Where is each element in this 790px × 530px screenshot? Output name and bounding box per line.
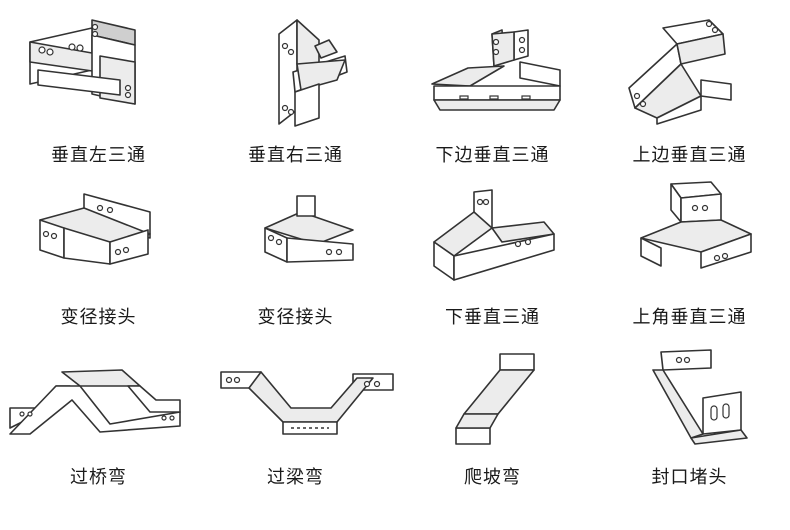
item-vertical-right-tee: 垂直右三通 <box>197 0 394 172</box>
item-label: 过梁弯 <box>267 467 324 488</box>
item-lower-side-vertical-tee: 下边垂直三通 <box>394 0 591 172</box>
lower-vertical-tee-icon <box>433 189 555 281</box>
item-upper-corner-vertical-tee: 上角垂直三通 <box>591 172 788 344</box>
vertical-right-tee-icon <box>278 19 348 127</box>
upper-corner-vertical-tee-icon <box>640 181 752 269</box>
item-slope-bend: 爬坡弯 <box>394 344 591 516</box>
reducer-joint-icon <box>39 193 151 265</box>
item-reducer-joint-2: 变径接头 <box>197 172 394 344</box>
item-label: 上角垂直三通 <box>632 307 747 328</box>
item-lower-vertical-tee: 下垂直三通 <box>394 172 591 344</box>
beam-bend-icon <box>220 371 394 435</box>
item-upper-side-vertical-tee: 上边垂直三通 <box>591 0 788 172</box>
upper-side-vertical-tee-icon <box>628 19 732 125</box>
item-reducer-joint-1: 变径接头 <box>0 172 197 344</box>
item-label: 封口堵头 <box>651 467 728 488</box>
item-label: 爬坡弯 <box>464 467 521 488</box>
item-label: 过桥弯 <box>70 467 127 488</box>
reducer-joint-icon <box>264 195 354 263</box>
item-label: 垂直左三通 <box>51 145 146 166</box>
item-beam-bend: 过梁弯 <box>197 344 394 516</box>
item-bridge-bend: 过桥弯 <box>0 344 197 516</box>
item-label: 垂直右三通 <box>248 145 343 166</box>
item-label: 变径接头 <box>257 307 334 328</box>
item-label: 变径接头 <box>60 307 137 328</box>
item-vertical-left-tee: 垂直左三通 <box>0 0 197 172</box>
item-label: 下边垂直三通 <box>435 145 550 166</box>
item-label: 下垂直三通 <box>445 307 540 328</box>
bridge-bend-icon <box>9 369 181 435</box>
item-label: 上边垂直三通 <box>632 145 747 166</box>
vertical-left-tee-icon <box>29 19 136 105</box>
slope-bend-icon <box>455 353 535 445</box>
end-cap-icon <box>652 349 748 445</box>
item-end-cap: 封口堵头 <box>591 344 788 516</box>
lower-side-vertical-tee-icon <box>431 29 561 111</box>
